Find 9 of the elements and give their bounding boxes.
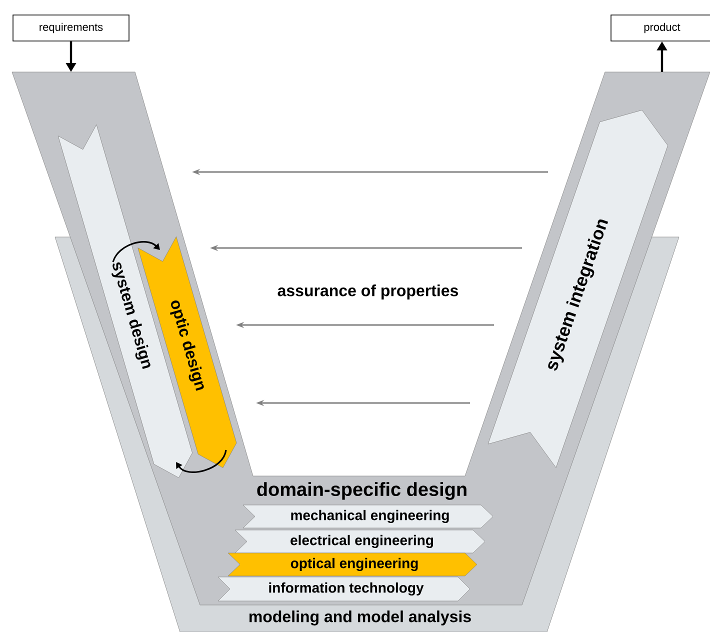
step-band: information technology [218, 576, 470, 602]
step-band: electrical engineering [234, 530, 486, 554]
text-box: requirements [12, 14, 130, 42]
text-box: product [610, 14, 710, 42]
step-band: mechanical engineering [242, 504, 494, 528]
curved-arrow [176, 450, 227, 473]
curved-arrow [112, 241, 160, 262]
section-label: assurance of properties [278, 284, 458, 300]
step-band: optical engineering [228, 552, 478, 576]
